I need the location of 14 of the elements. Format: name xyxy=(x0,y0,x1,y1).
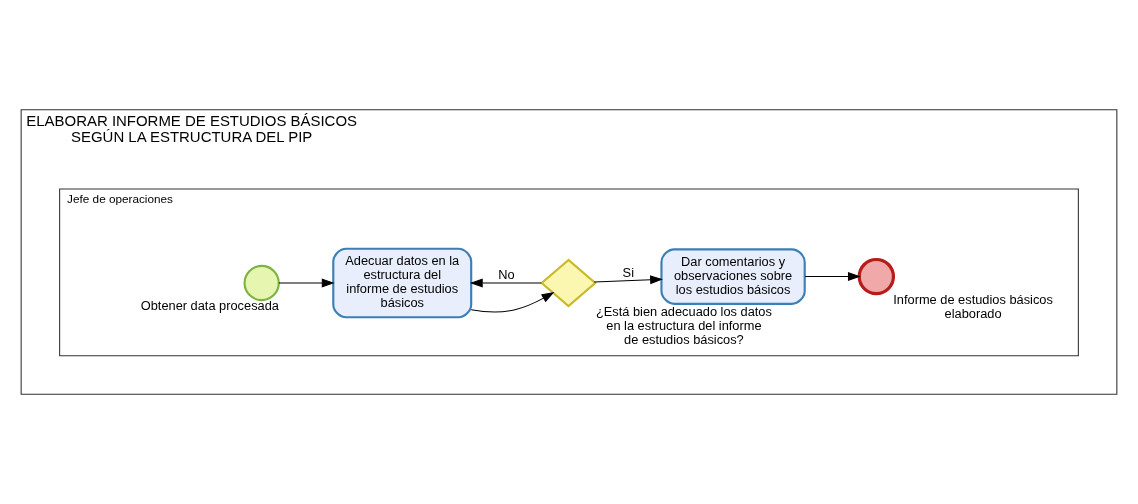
node-label: Obtener data procesada xyxy=(140,298,279,314)
edge-label: Si xyxy=(622,265,635,281)
edge-label: No xyxy=(498,267,515,283)
node-label: ¿Está bien adecuado los datos en la estructura del informe de estudios básicos? xyxy=(595,304,772,348)
node-circle xyxy=(857,257,896,296)
arrow xyxy=(804,272,861,282)
node-label: Informe de estudios básicos elaborado xyxy=(893,291,1053,321)
node-box: Dar comentarios y observaciones sobre los estudios básicos xyxy=(660,248,806,305)
arrow xyxy=(278,278,335,288)
arrow xyxy=(593,275,663,285)
arrow xyxy=(469,278,542,288)
node-circle xyxy=(243,264,280,302)
node-box: Adecuar datos en la estructura del informe de estudios básicos xyxy=(332,247,473,319)
arrow xyxy=(470,291,555,313)
